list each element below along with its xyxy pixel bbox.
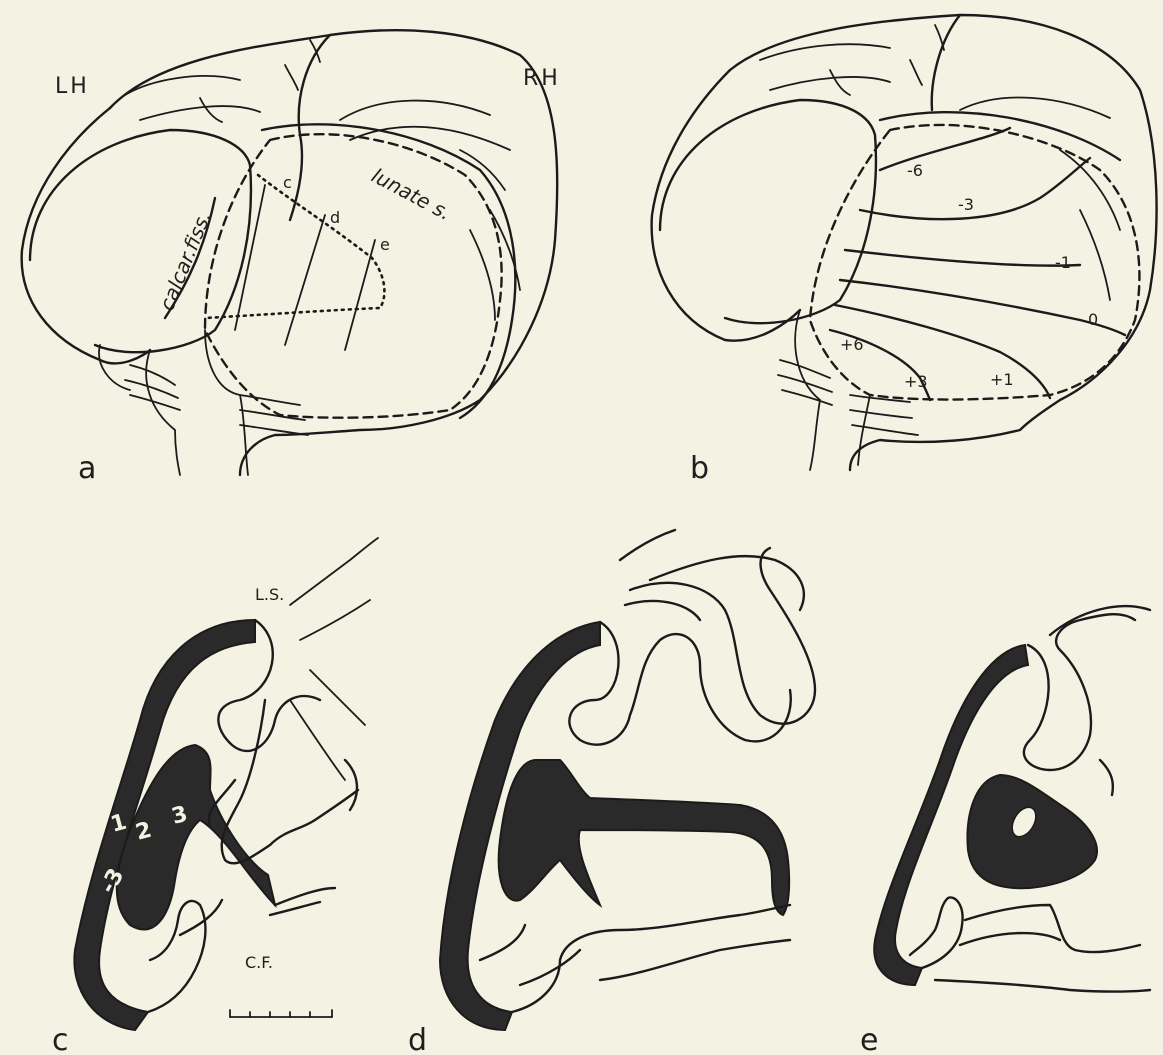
iso-label-plus-1: +1: [990, 370, 1014, 389]
iso-label-minus-1: -1: [1055, 253, 1071, 272]
panel-label-b: b: [690, 451, 709, 486]
left-hemisphere-label: LH: [55, 74, 90, 99]
panel-b-brain-drawing: [652, 15, 1157, 470]
iso-label-plus-6: +6: [840, 335, 864, 354]
iso-label-minus-3: -3: [958, 195, 974, 214]
lunate-sulcus-label: lunate s.: [368, 163, 456, 225]
panel-label-a: a: [78, 451, 96, 486]
iso-label-zero: 0: [1088, 310, 1098, 329]
scale-bar: [230, 1010, 332, 1017]
lunate-sulcus-abbrev: L.S.: [255, 585, 284, 604]
panel-e-section-drawing: [874, 606, 1150, 991]
section-marker-e: e: [380, 235, 390, 254]
section-marker-c: c: [283, 173, 292, 192]
panel-label-c: c: [52, 1023, 69, 1055]
calcarine-fissure-abbrev: C.F.: [245, 953, 273, 972]
panel-c-section-drawing: [74, 538, 378, 1030]
panel-d-section-drawing: [440, 530, 815, 1030]
iso-label-minus-6: -6: [907, 161, 923, 180]
section-marker-d: d: [330, 208, 340, 227]
panel-label-e: e: [860, 1023, 878, 1055]
iso-label-plus-3: +3: [904, 372, 928, 391]
panel-a-brain-drawing: [22, 30, 558, 475]
right-hemisphere-label: RH: [523, 66, 561, 91]
panel-label-d: d: [408, 1023, 427, 1055]
